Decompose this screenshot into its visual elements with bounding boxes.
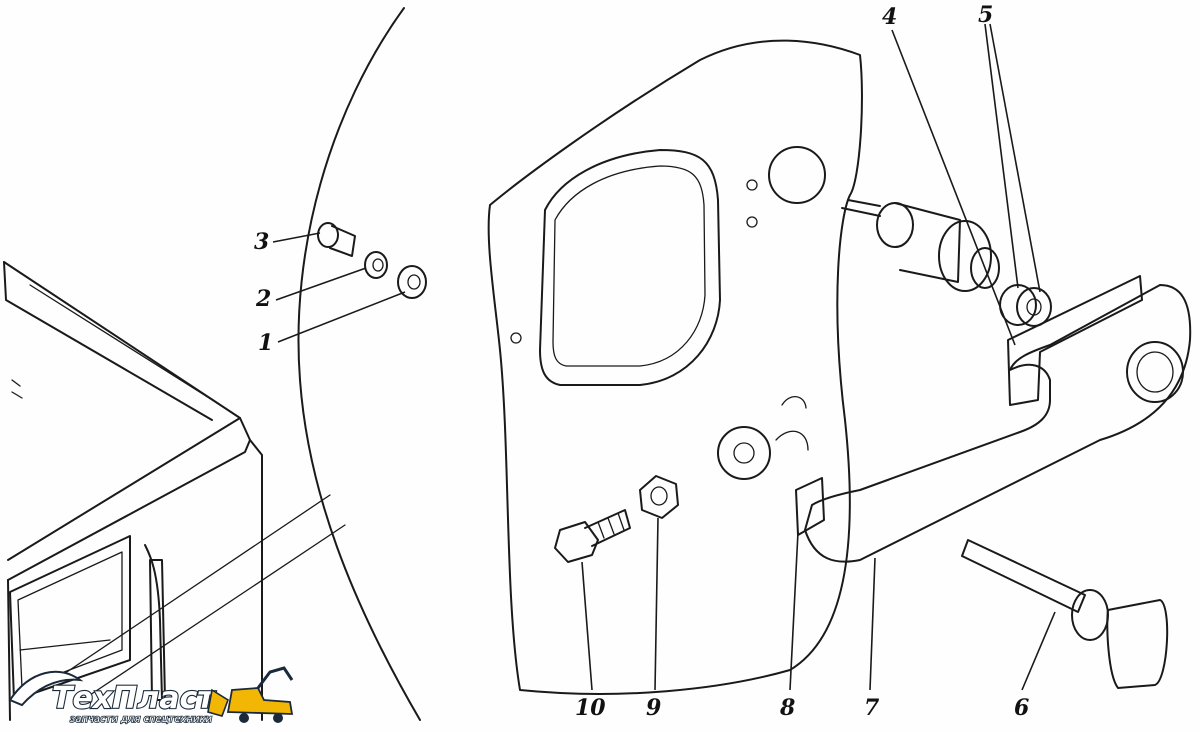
detail-leader-lower	[89, 524, 346, 696]
callout-2: 2	[255, 286, 271, 312]
callout-10: 10	[575, 695, 606, 721]
leader-9	[654, 517, 659, 691]
leader-2	[275, 267, 367, 301]
bolt-10	[554, 509, 631, 563]
door-handle-7	[804, 284, 1192, 563]
leader-4	[891, 29, 1016, 346]
leader-8	[789, 531, 799, 691]
lock-washer-2	[364, 251, 388, 279]
excavator-icon	[207, 666, 294, 723]
handle-shaft	[841, 199, 1000, 292]
washers-5	[999, 284, 1052, 327]
vehicle-cab	[3, 261, 263, 721]
callout-6: 6	[1014, 695, 1029, 721]
callout-1: 1	[258, 330, 273, 356]
callout-9: 9	[646, 695, 661, 721]
leader-1	[277, 291, 406, 343]
callout-5: 5	[978, 2, 993, 28]
callout-3: 3	[254, 229, 269, 255]
techplast-watermark: ТехПласт запчасти для спецтехники	[8, 666, 294, 726]
gasket-4	[1007, 275, 1143, 406]
logo-brand: ТехПласт	[52, 681, 216, 716]
detail-leader-upper	[39, 494, 331, 691]
door-panel	[487, 39, 863, 695]
callout-7: 7	[864, 695, 880, 721]
nut-9	[639, 475, 679, 519]
leader-7	[869, 557, 876, 691]
washer-1	[397, 265, 427, 299]
leader-6	[1021, 611, 1056, 691]
leader-10	[581, 561, 593, 691]
callout-8: 8	[779, 695, 795, 721]
screw-3	[317, 222, 356, 257]
leader-3	[272, 232, 321, 243]
logo-swoosh-icon	[8, 670, 84, 707]
callout-4: 4	[882, 4, 897, 30]
logo-tagline: запчасти для спецтехники	[70, 714, 212, 725]
detail-circle-arc	[297, 7, 421, 721]
leader-5a	[984, 23, 1019, 289]
leader-5b	[989, 23, 1041, 293]
gasket-8	[795, 477, 825, 536]
lock-cylinder-6	[961, 539, 1169, 689]
handle-bore	[1126, 341, 1184, 403]
